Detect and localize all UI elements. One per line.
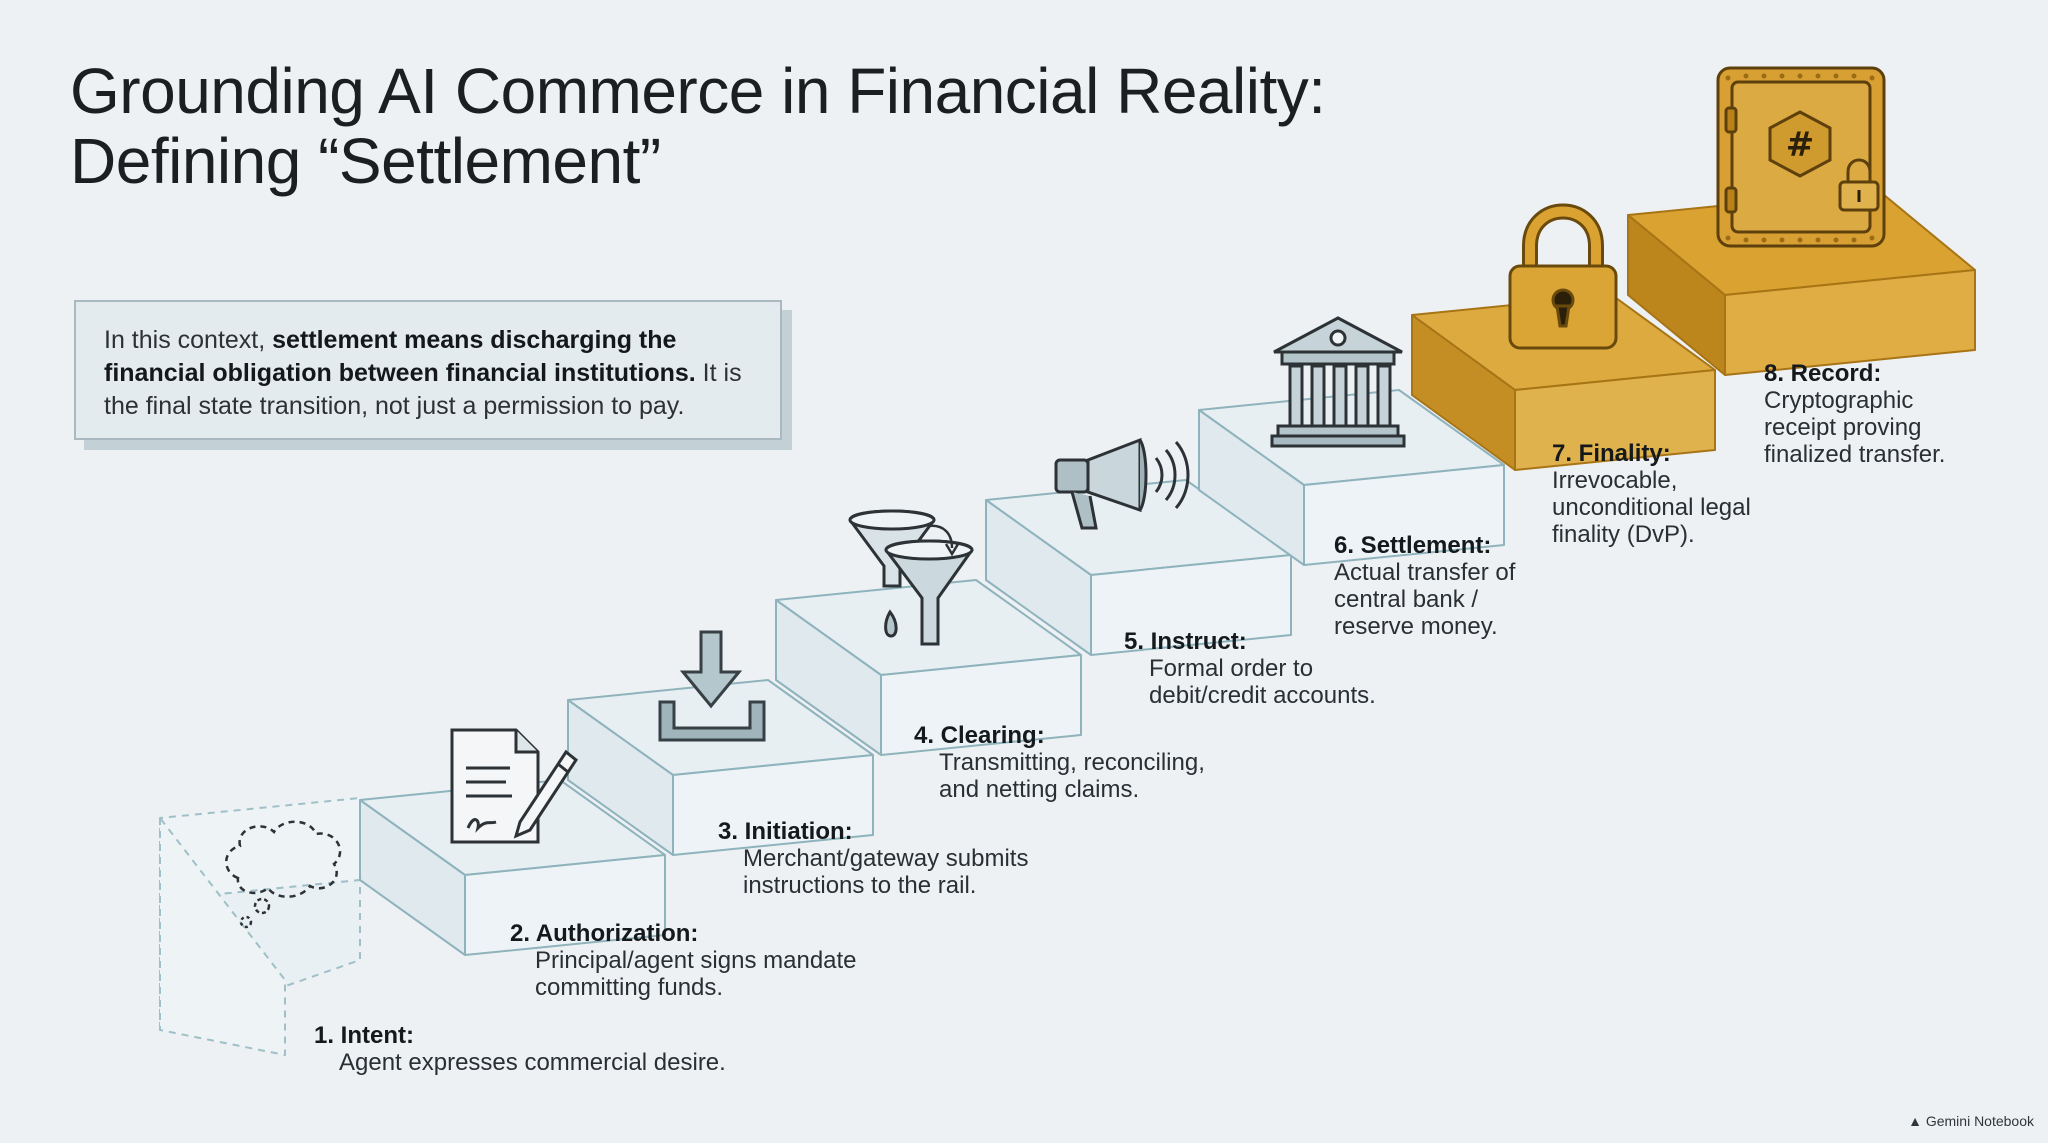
step-2-label: 2. Authorization: Principal/agent signs … <box>510 920 870 1001</box>
megaphone-icon <box>1054 437 1190 530</box>
step-6-label: 6. Settlement: Actual transfer of centra… <box>1334 532 1544 640</box>
step-7-label: 7. Finality: Irrevocable, unconditional … <box>1552 440 1772 548</box>
step-1-label: 1. Intent: Agent expresses commercial de… <box>314 1022 834 1076</box>
page-title: Grounding AI Commerce in Financial Reali… <box>70 56 1326 196</box>
step-description: Principal/agent signs mandate committing… <box>535 947 857 1001</box>
step-heading: 3. Initiation: <box>718 818 853 845</box>
funnel-icon <box>848 509 974 646</box>
signed-document-icon <box>450 728 579 844</box>
step-5-label: 5. Instruct: Formal order to debit/credi… <box>1124 628 1424 709</box>
step-heading: 8. Record: <box>1764 360 1882 387</box>
footer-text: Gemini Notebook <box>1925 1113 2034 1129</box>
step-heading: 7. Finality: <box>1552 440 1671 467</box>
download-tray-icon <box>658 630 766 742</box>
stair-step-6 <box>1198 389 1505 566</box>
step-description: Agent expresses commercial desire. <box>339 1049 726 1076</box>
step-description: Cryptographic receipt proving finalized … <box>1764 387 1946 468</box>
definition-text-pre: In this context, <box>104 326 266 354</box>
step-3-label: 3. Initiation: Merchant/gateway submits … <box>718 818 1058 899</box>
definition-box: In this context, settlement means discha… <box>74 300 782 440</box>
step-heading: 1. Intent: <box>314 1022 414 1049</box>
step-8-label: 8. Record: Cryptographic receipt proving… <box>1764 360 1974 468</box>
definition-text-post: It is the final state transition, not ju… <box>104 359 742 420</box>
step-heading: 6. Settlement: <box>1334 532 1492 559</box>
step-description: Formal order to debit/credit accounts. <box>1149 655 1376 709</box>
thought-bubble-icon <box>225 820 342 929</box>
definition-text-bold: settlement means discharging the financi… <box>104 326 696 387</box>
step-description: Actual transfer of central bank / reserv… <box>1334 559 1516 640</box>
footer-attribution: ▲ Gemini Notebook <box>1908 1113 2034 1129</box>
title-line-1: Grounding AI Commerce in Financial Reali… <box>70 55 1326 127</box>
step-4-label: 4. Clearing: Transmitting, reconciling, … <box>914 722 1234 803</box>
step-heading: 5. Instruct: <box>1124 628 1247 655</box>
step-description: Transmitting, reconciling, and netting c… <box>939 749 1205 803</box>
stair-step-1 <box>159 797 361 1056</box>
svg-text:#: # <box>1786 125 1815 165</box>
step-heading: 4. Clearing: <box>914 722 1045 749</box>
title-line-2: Defining “Settlement” <box>70 125 661 197</box>
padlock-icon <box>1508 203 1618 350</box>
step-description: Irrevocable, unconditional legal finalit… <box>1552 467 1751 548</box>
step-description: Merchant/gateway submits instructions to… <box>743 845 1029 899</box>
step-heading: 2. Authorization: <box>510 920 699 947</box>
gemini-logo-icon: ▲ <box>1908 1113 1922 1129</box>
bank-icon <box>1270 316 1406 448</box>
vault-icon: # <box>1716 66 1886 248</box>
